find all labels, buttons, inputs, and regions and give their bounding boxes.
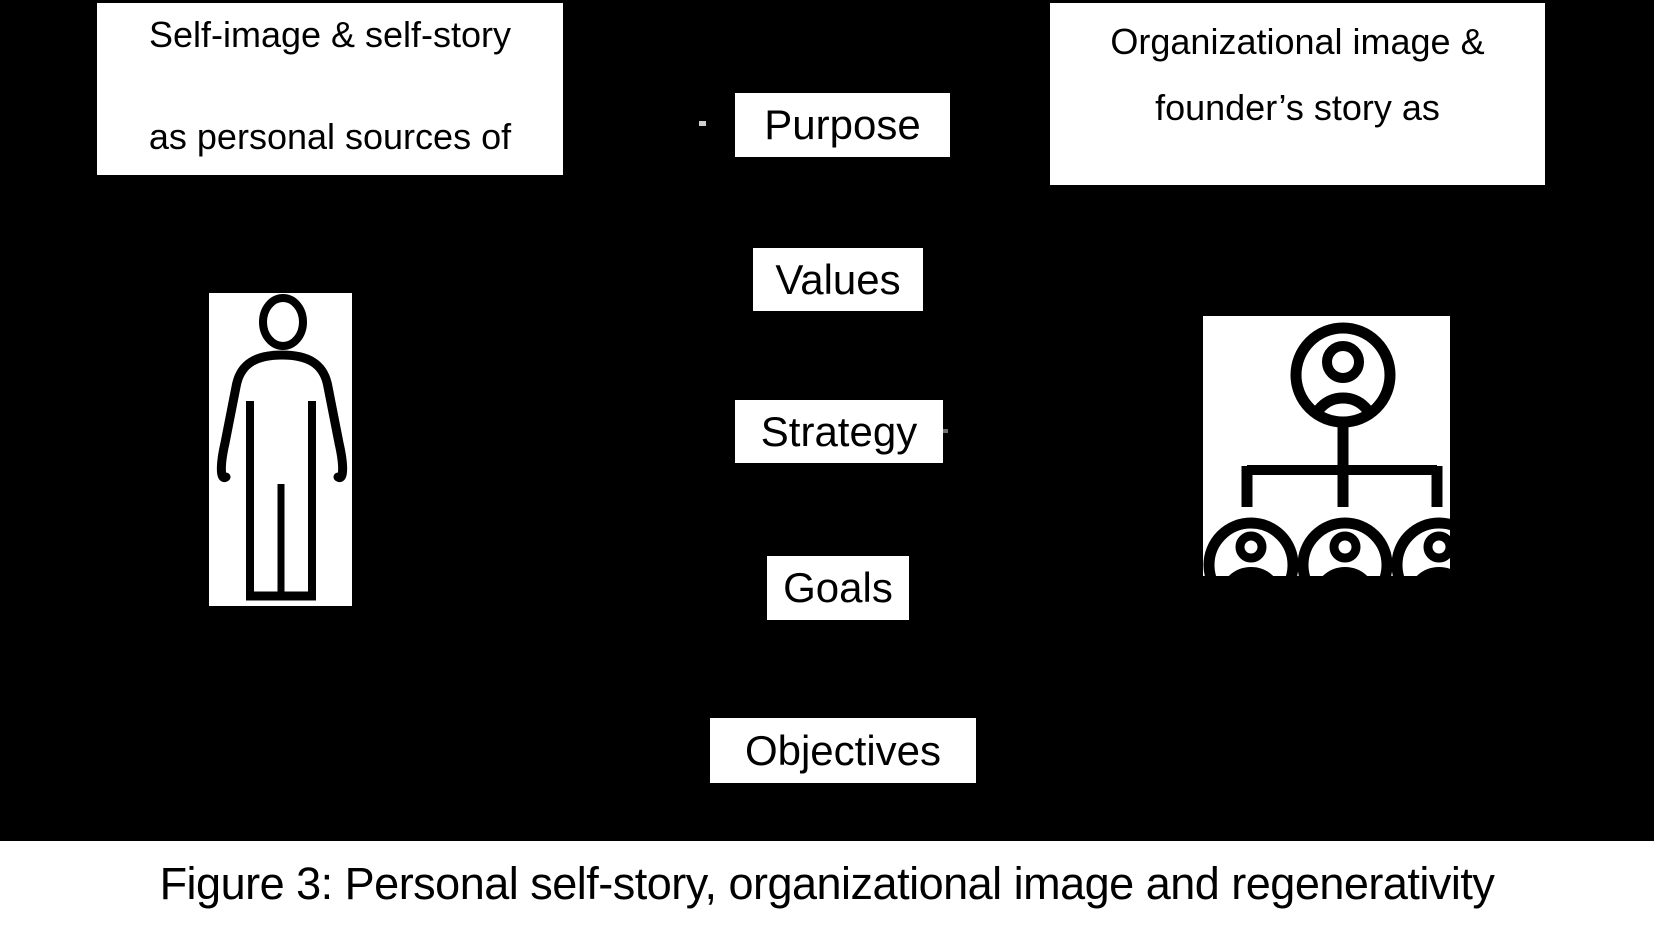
ladder-box-objectives: Objectives	[710, 718, 976, 783]
ladder-box-strategy: Strategy	[735, 400, 943, 463]
ladder-label-strategy: Strategy	[760, 407, 918, 455]
personal-source-box: Self-image & self-story as personal sour…	[97, 3, 563, 175]
person-panel	[209, 293, 352, 606]
ladder-label-values: Values	[775, 255, 901, 303]
organizational-source-box: Organizational image & founder’s story a…	[1050, 3, 1545, 185]
ladder-box-values: Values	[753, 248, 923, 311]
stray-mark	[943, 429, 948, 433]
ladder-box-goals: Goals	[767, 556, 909, 620]
ladder-label-goals: Goals	[783, 564, 893, 611]
organizational-source-line2: founder’s story as	[1155, 87, 1440, 128]
organizational-source-line1: Organizational image &	[1110, 21, 1485, 62]
figure-caption: Figure 3: Personal self-story, organizat…	[159, 858, 1495, 909]
org-panel	[1203, 316, 1450, 576]
ladder-box-purpose: Purpose	[735, 93, 950, 157]
ladder-label-objectives: Objectives	[744, 726, 942, 774]
person-icon	[216, 294, 348, 601]
stray-mark	[699, 121, 706, 126]
org-chart-icon	[1203, 322, 1450, 576]
personal-source-line2: as personal sources of	[148, 116, 512, 157]
personal-source-line1: Self-image & self-story	[148, 14, 512, 55]
ladder-label-purpose: Purpose	[764, 101, 921, 148]
caption-band: Figure 3: Personal self-story, organizat…	[0, 841, 1654, 927]
